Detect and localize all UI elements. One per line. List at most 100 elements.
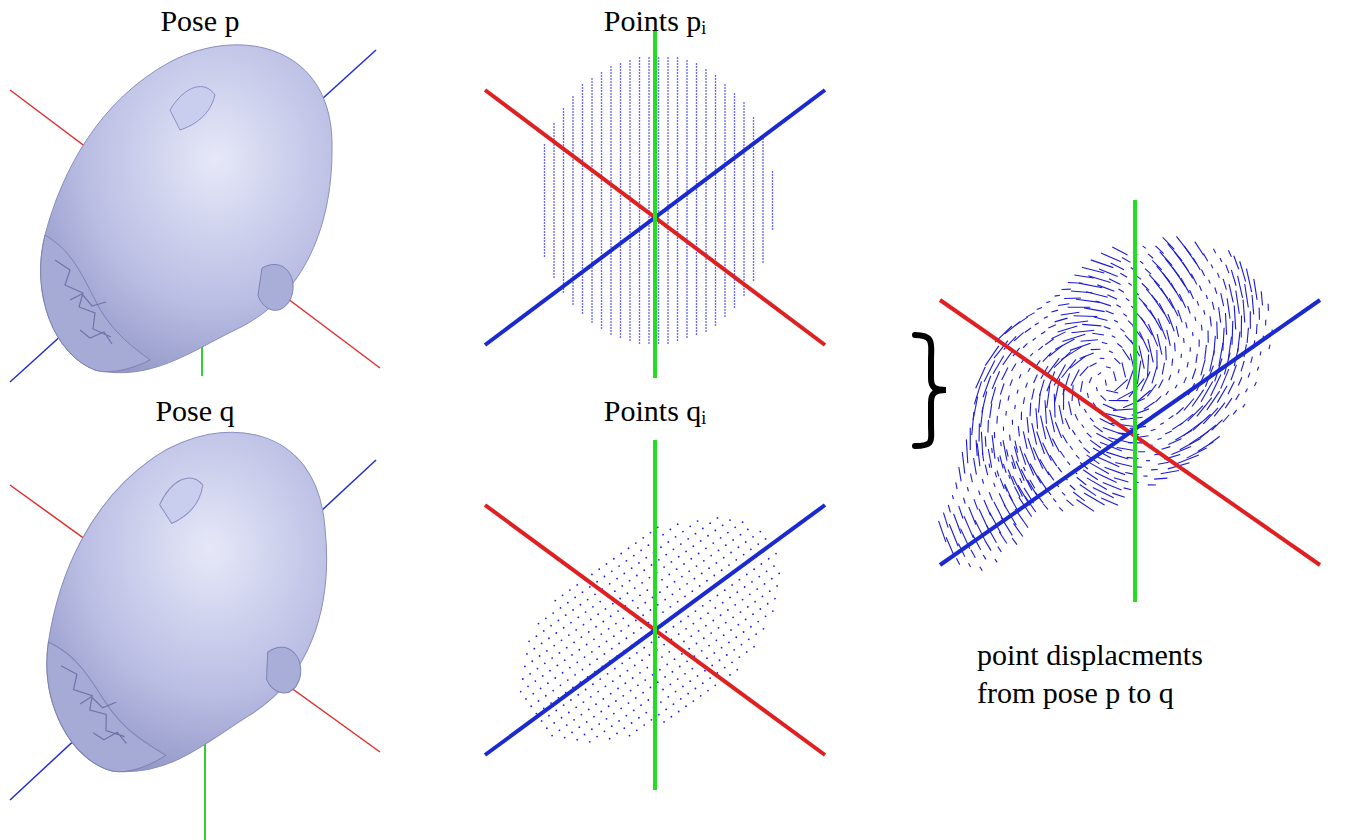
point [601,303,603,305]
point [572,285,574,287]
point [610,267,612,269]
point [686,198,688,200]
point [677,183,679,185]
point [591,231,593,233]
point [715,252,717,254]
point [648,249,650,251]
point [591,123,593,125]
point [648,165,650,167]
point [686,108,688,110]
point [696,228,698,230]
point [591,309,593,311]
point [705,300,707,302]
point [705,297,707,299]
point [667,189,669,191]
point [544,144,546,146]
point [715,165,717,167]
point [629,186,631,188]
point [601,321,603,323]
point [639,276,641,278]
point [677,288,679,290]
point [667,132,669,134]
point [734,222,736,224]
point [639,258,641,260]
point [686,177,688,179]
point [629,192,631,194]
point [601,123,603,125]
point [639,105,641,107]
point [677,219,679,221]
point [677,150,679,152]
point [591,198,593,200]
point [639,66,641,68]
point [648,99,650,101]
point [563,165,565,167]
point [572,198,574,200]
point [639,177,641,179]
point [610,168,612,170]
point [658,330,660,332]
point [658,195,660,197]
point [667,324,669,326]
point [620,78,622,80]
point [648,111,650,113]
point [715,111,717,113]
point [553,168,555,170]
point [753,261,755,263]
point [658,267,660,269]
point [677,120,679,122]
point [667,60,669,62]
point [686,222,688,224]
point [544,222,546,224]
point [734,180,736,182]
point [610,264,612,266]
point [620,108,622,110]
point [595,703,597,705]
point [620,105,622,107]
point [610,237,612,239]
point [743,246,745,248]
point [610,126,612,128]
point [696,111,698,113]
point [572,210,574,212]
point [705,312,707,314]
point [686,237,688,239]
point [629,270,631,272]
point [715,144,717,146]
point [620,264,622,266]
point [553,243,555,245]
point [600,711,602,713]
point [686,333,688,335]
point [686,231,688,233]
point [591,84,593,86]
point [724,258,726,260]
point [572,270,574,272]
point [686,102,688,104]
point [591,156,593,158]
point [658,66,660,68]
point [601,240,603,242]
point [658,144,660,146]
point [601,249,603,251]
point [610,108,612,110]
point [544,177,546,179]
point [667,141,669,143]
point [667,120,669,122]
point [639,279,641,281]
point [548,637,550,639]
point [658,306,660,308]
point [563,252,565,254]
point [743,195,745,197]
point [629,318,631,320]
point [677,114,679,116]
point [555,710,557,712]
point [572,189,574,191]
point [658,318,660,320]
point [580,714,582,716]
point [648,243,650,245]
point [553,258,555,260]
point [588,708,590,710]
point [572,162,574,164]
point [553,129,555,131]
point [601,168,603,170]
